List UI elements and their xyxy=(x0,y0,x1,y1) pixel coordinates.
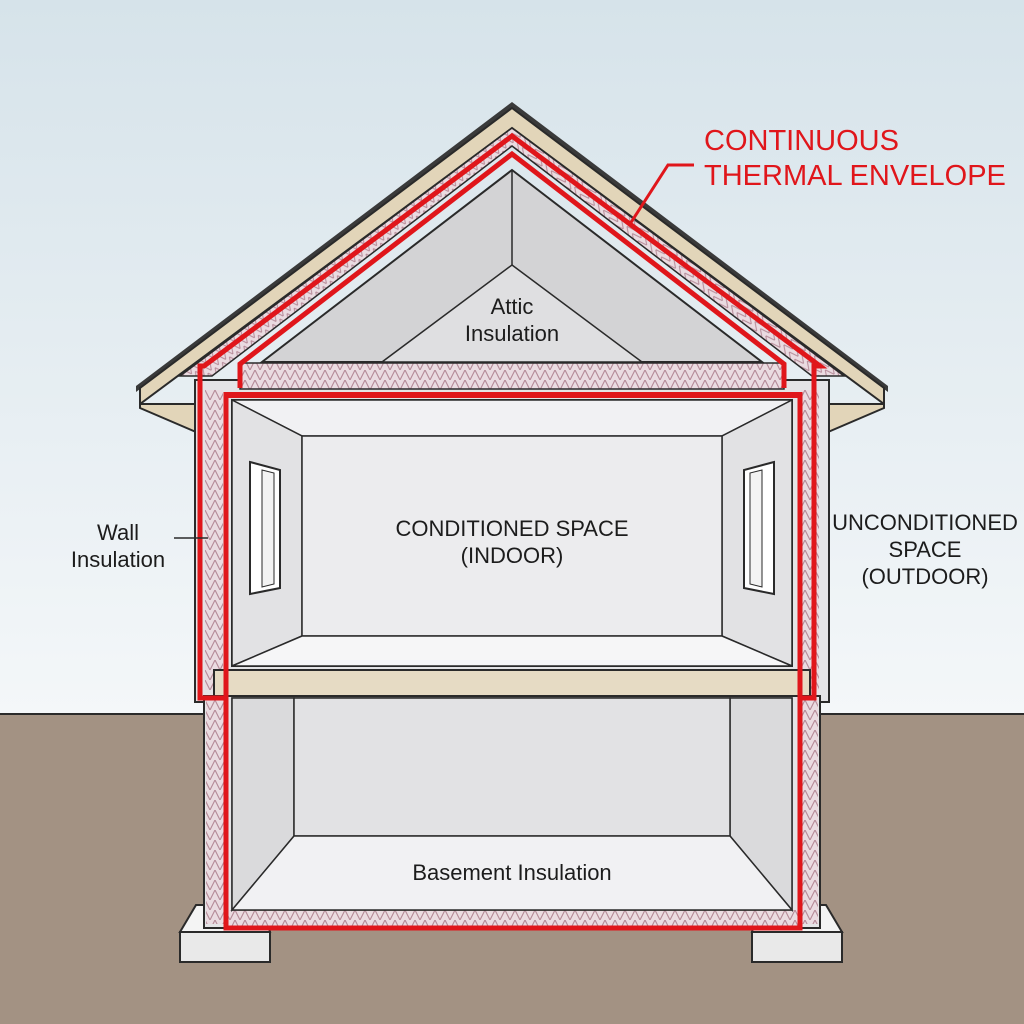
callout-leader-line xyxy=(628,163,694,225)
wall-insulation-label: Wall Insulation xyxy=(70,520,166,572)
wall-insulation-left xyxy=(205,390,223,690)
thermal-envelope-inner xyxy=(237,150,787,388)
thermal-envelope-room xyxy=(226,392,800,398)
basement-insulation-right xyxy=(800,698,818,924)
attic xyxy=(259,168,765,363)
conditioned-room xyxy=(231,398,793,668)
floor-beam xyxy=(213,669,811,697)
thermal-envelope-outline xyxy=(197,132,828,931)
callout-line-2: THERMAL ENVELOPE xyxy=(704,160,1006,193)
unconditioned-space-label: UNCONDITIONED SPACE (OUTDOOR) xyxy=(832,510,1018,589)
callout-line-1: CONTINUOUS xyxy=(704,125,899,157)
basement-room xyxy=(230,697,794,913)
roof xyxy=(136,102,888,434)
attic-floor-insulation xyxy=(239,362,785,390)
basement-insulation-left xyxy=(206,698,224,924)
thermal-envelope-callout: CONTINUOUS THERMAL ENVELOPE xyxy=(704,124,1006,195)
basement-insulation-label: Basement Insulation xyxy=(412,860,612,885)
conditioned-space-label: CONDITIONED SPACE (INDOOR) xyxy=(395,516,629,568)
basement-floor-insulation xyxy=(224,910,800,926)
attic-insulation-label: Attic Insulation xyxy=(464,294,560,346)
